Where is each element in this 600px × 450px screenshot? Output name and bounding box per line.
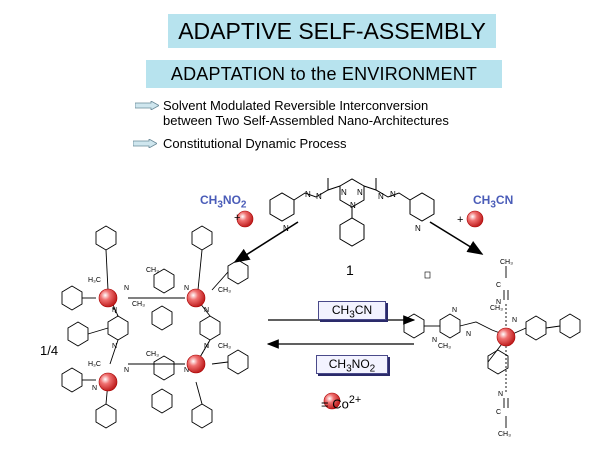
bullet-item-2: Constitutional Dynamic Process — [133, 136, 347, 151]
svg-text:N: N — [184, 367, 189, 374]
stoichiometry-label: 1/4 — [40, 343, 59, 358]
svg-text:N: N — [204, 307, 209, 314]
co-ion — [496, 327, 516, 347]
svg-text:N: N — [283, 224, 289, 233]
svg-text:CH₃: CH₃ — [146, 267, 159, 274]
cobalt-legend: = Co2+ — [321, 394, 361, 411]
co-ion — [98, 288, 118, 308]
co-ion — [466, 210, 484, 228]
co-ion — [236, 210, 254, 228]
svg-text:N: N — [415, 224, 421, 233]
legend-ion-icon — [323, 392, 341, 410]
svg-text:CH₃: CH₃ — [218, 343, 231, 350]
arrow-to-mononuclear — [429, 221, 484, 255]
svg-text:CH₃: CH₃ — [438, 343, 451, 350]
svg-text:N: N — [112, 307, 117, 314]
arrow-bullet-icon — [135, 101, 159, 110]
forward-reagent-box: CH3CN — [318, 301, 386, 320]
stray-glyph-icon — [424, 271, 431, 279]
svg-text:H₃C: H₃C — [88, 361, 101, 368]
svg-text:N: N — [357, 188, 363, 197]
svg-text:N: N — [184, 285, 189, 292]
arrow-bullet-icon — [133, 139, 157, 148]
svg-text:N: N — [350, 201, 356, 210]
svg-text:CH₃: CH₃ — [498, 431, 511, 438]
svg-text:N: N — [112, 343, 117, 350]
svg-text:N: N — [432, 337, 437, 344]
svg-text:N: N — [498, 391, 503, 398]
svg-text:N: N — [512, 317, 517, 324]
svg-text:N: N — [316, 192, 322, 201]
svg-text:N: N — [378, 192, 384, 201]
reverse-reagent-box: CH3NO2 — [316, 355, 388, 374]
svg-text:N: N — [341, 188, 347, 197]
svg-text:N: N — [496, 299, 501, 306]
bullet-1-line-2: between Two Self-Assembled Nano-Architec… — [163, 113, 449, 128]
compound-number: 1 — [346, 262, 354, 278]
svg-text:C: C — [496, 409, 501, 416]
co-ion — [98, 372, 118, 392]
svg-text:CH₃: CH₃ — [490, 305, 503, 312]
co-ion — [186, 354, 206, 374]
svg-text:N: N — [92, 385, 97, 392]
reagent-label-nitromethane: CH3NO2 — [200, 193, 247, 211]
svg-text:N: N — [452, 307, 457, 314]
svg-text:CH₃: CH₃ — [132, 301, 145, 308]
svg-text:N: N — [124, 367, 129, 374]
svg-text:N: N — [124, 285, 129, 292]
svg-text:CH₃: CH₃ — [500, 259, 513, 266]
svg-text:H₃C: H₃C — [88, 277, 101, 284]
arrow-to-grid — [233, 221, 299, 263]
grid-complex — [61, 225, 249, 429]
bullet-2-line-1: Constitutional Dynamic Process — [163, 136, 347, 151]
grid-atom-labels: H₃C CH₃ CH₃ CH₃ H₃C CH₃ CH₃ N N N N N N N N N — [88, 267, 231, 392]
svg-text:C: C — [496, 282, 501, 289]
main-title: ADAPTIVE SELF-ASSEMBLY — [168, 14, 496, 48]
subtitle: ADAPTATION to the ENVIRONMENT — [146, 60, 502, 88]
svg-text:N: N — [466, 331, 471, 338]
plus-sign: + — [234, 212, 241, 224]
plus-sign: + — [457, 214, 464, 226]
mononuclear-complex — [403, 266, 581, 428]
legend-text: = Co — [321, 396, 349, 412]
bullet-1-line-1: Solvent Modulated Reversible Interconver… — [163, 98, 429, 113]
bullet-item-1: Solvent Modulated Reversible Interconver… — [135, 98, 449, 128]
svg-text:CH₃: CH₃ — [218, 287, 231, 294]
reagent-label-acetonitrile: CH3CN — [473, 193, 514, 211]
ligand-structure — [269, 178, 435, 247]
svg-text:N: N — [390, 190, 396, 199]
legend-charge: 2+ — [348, 394, 362, 406]
svg-text:N: N — [305, 190, 311, 199]
svg-text:CH₃: CH₃ — [146, 351, 159, 358]
mono-atom-labels: CH₃ C N N C CH₃ CH₃ CH₃ N N N N — [432, 259, 517, 438]
co-ion — [186, 288, 206, 308]
svg-text:N: N — [204, 343, 209, 350]
